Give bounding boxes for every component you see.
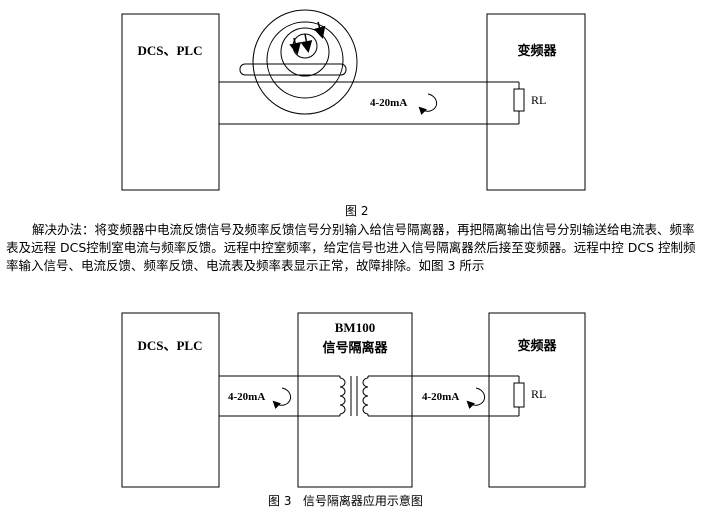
dcs-plc-box-fig3: [121, 312, 220, 488]
transformer-primary-coil: [339, 377, 346, 415]
current-label-right: 4-20mA: [422, 391, 459, 403]
current-label-left: 4-20mA: [228, 391, 265, 403]
figure-2-caption: 图 2: [345, 204, 369, 218]
solution-paragraph: 解决办法：将变频器中电流反馈信号及频率反馈信号分别输入给信号隔离器，再把隔离输出…: [6, 221, 706, 275]
load-resistor: [513, 88, 525, 112]
inverter-label: 变频器: [517, 43, 557, 58]
coil-arrow-outer: [313, 21, 326, 39]
current-loop-arrow-left: [272, 387, 291, 410]
isolator-model-label: BM100: [335, 320, 375, 335]
current-loop-arrow: [418, 93, 437, 116]
load-resistor-fig3: [513, 382, 525, 408]
dcs-plc-box: [121, 13, 220, 191]
inverter-box-fig3: [488, 312, 586, 488]
figure-3-diagram: DCS、PLC BM100 信号隔离器 变频器 RL 4-20mA 4-20: [121, 312, 586, 488]
transformer-secondary-coil: [362, 377, 369, 415]
solution-text: 解决办法：将变频器中电流反馈信号及频率反馈信号分别输入给信号隔离器，再把隔离输出…: [6, 222, 696, 273]
load-resistor-label: RL: [531, 93, 546, 107]
coil-arrow-middle: [300, 33, 313, 53]
current-label: 4-20mA: [370, 97, 407, 109]
inverter-label-fig3: 变频器: [517, 338, 557, 353]
coil-outer: [252, 9, 358, 115]
isolator-box: [297, 312, 413, 488]
coil-inner: [280, 27, 330, 77]
isolator-name-label: 信号隔离器: [322, 340, 388, 355]
coil-arrow-inner: [289, 37, 301, 55]
figure-2-diagram: DCS、PLC 变频器 RL 4-20mA: [121, 9, 586, 191]
interference-cable: [239, 63, 347, 76]
inverter-box: [486, 13, 586, 191]
current-loop-arrow-right: [466, 387, 485, 410]
dcs-plc-label-fig3: DCS、PLC: [137, 338, 202, 353]
dcs-plc-label: DCS、PLC: [137, 43, 202, 58]
figure-3-caption: 图 3 信号隔离器应用示意图: [268, 494, 423, 508]
load-resistor-label-fig3: RL: [531, 387, 546, 401]
coil-middle: [266, 21, 344, 99]
